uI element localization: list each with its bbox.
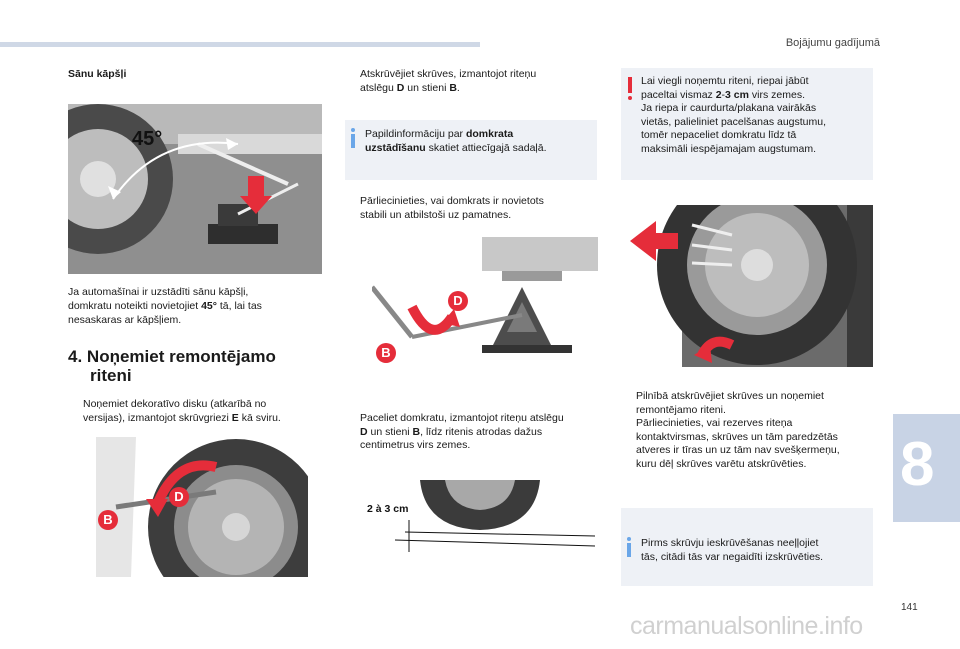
gap-label: 2 à 3 cm	[367, 503, 409, 515]
callout-d: D	[448, 291, 468, 311]
bullet-check-spare: Pārliecinieties, vai rezerves riteņa kon…	[621, 417, 886, 473]
bullet-bold: B	[412, 425, 421, 438]
warning-icon	[628, 77, 632, 101]
warning-line4: vietās, palieliniet pacelšanas augstumu,	[641, 115, 827, 128]
caption-bold: 45°	[201, 300, 217, 312]
remove-wheel-drawing	[622, 205, 873, 367]
bullet-text-line1: Atskrūvējiet skrūves, izmantojot riteņu	[360, 68, 537, 80]
info-line2: tās, citādi tās var negaidīti izskrūvēti…	[641, 550, 824, 563]
warning-text-part: -	[721, 88, 726, 101]
illustration-wheel-key: D B	[96, 437, 308, 577]
info-icon	[351, 128, 355, 148]
chapter-number: 8	[900, 430, 935, 499]
bullet-text: un stieni	[404, 81, 450, 94]
bullet-lift-jack: Paceliet domkratu, izmantojot riteņu ats…	[345, 412, 600, 456]
illustration-remove-wheel	[622, 205, 873, 367]
info-text-part: skatiet attiecīgajā sadaļā.	[425, 141, 547, 154]
bullet-bold: D	[360, 425, 368, 438]
info-line1: Pirms skrūvju ieskrūvēšanas neeļļojiet	[641, 537, 819, 549]
bullet-text: un stieni	[367, 425, 413, 438]
section-number: 4.	[68, 347, 83, 366]
bullet-text-line1: Noņemiet dekoratīvo disku (atkarībā no	[83, 398, 267, 410]
jack-angle-drawing	[68, 104, 322, 274]
illustration-raise-jack: D B	[372, 237, 598, 367]
bullet-text: atslēgu	[360, 81, 397, 94]
bullet-text-line1: Pilnībā atskrūvējiet skrūves un noņemiet	[636, 390, 824, 402]
warning-bold: 2	[715, 88, 722, 101]
bullet-remove-cover: Noņemiet dekoratīvo disku (atkarībā no v…	[68, 398, 328, 426]
illustration-ground-gap: 2 à 3 cm	[365, 480, 600, 560]
info-line2: uzstādīšanu skatiet attiecīgajā sadaļā.	[365, 142, 547, 156]
bullet-remove-wheel: Pilnībā atskrūvējiet skrūves un noņemiet…	[621, 390, 881, 418]
warning-text: Lai viegli noņemtu riteni, riepai jābūt …	[641, 75, 826, 156]
bullet-text: versijas), izmantojot skrūvgriezi	[83, 411, 232, 424]
angle-label: 45°	[132, 128, 163, 150]
bullet-text-line2: stabili un atbilstoši uz pamatnes.	[360, 208, 512, 221]
bullet-text-line2: kontaktvirsmas, skrūves un tām paredzētā…	[636, 430, 838, 443]
info-text-part: Papildinformāciju par	[365, 128, 466, 140]
page-header-title: Bojājumu gadījumā	[785, 37, 880, 49]
callout-b: B	[376, 343, 396, 363]
bullet-text-line2: versijas), izmantojot skrūvgriezi E kā s…	[83, 412, 281, 426]
warning-bold: 3 cm	[725, 88, 749, 101]
section-title-line2: riteni	[90, 366, 132, 385]
callout-d: D	[169, 487, 189, 507]
info-text: Pirms skrūvju ieskrūvēšanas neeļļojiet t…	[641, 537, 823, 564]
caption-side-steps-line3: nesaskaras ar kāpšļiem.	[68, 314, 182, 326]
bullet-text-line1: Pārliecinieties, vai rezerves riteņa	[636, 417, 793, 429]
warning-line2: paceltai vismaz 2-3 cm virs zemes.	[641, 89, 826, 103]
warning-box: Lai viegli noņemtu riteni, riepai jābūt …	[621, 68, 873, 180]
page-number: 141	[901, 602, 918, 613]
section-heading: 4. Noņemiet remontējamo	[68, 347, 276, 366]
bullet-bold: D	[396, 81, 405, 94]
bullet-bold: B	[449, 81, 457, 94]
warning-line5: tomēr nepaceliet domkratu līdz tā	[641, 129, 797, 141]
bullet-text-line2: D un stieni B, līdz ritenis atrodas dažu…	[360, 426, 542, 440]
subheading-side-steps: Sānu kāpšļi	[68, 68, 127, 80]
info-icon	[627, 537, 631, 557]
bullet-text: , līdz ritenis atrodas dažus	[420, 425, 543, 438]
bullet-text-line2: atslēgu D un stieni B.	[360, 82, 460, 96]
caption-text: domkratu noteikti novietojiet	[68, 300, 202, 312]
bullet-text-line1: Pārliecinieties, vai domkrats ir novieto…	[360, 195, 544, 207]
bullet-text-line3: atveres ir tīras un uz tām nav svešķerme…	[636, 444, 840, 456]
bullet-check-jack: Pārliecinieties, vai domkrats ir novieto…	[345, 195, 595, 225]
info-box-no-oil: Pirms skrūvju ieskrūvēšanas neeļļojiet t…	[621, 508, 873, 586]
info-box-jack: Papildinformāciju par domkrata uzstādīša…	[345, 120, 597, 180]
info-bold: domkrata	[465, 128, 514, 140]
bullet-text: .	[456, 81, 460, 94]
caption-text: tā, lai tas	[216, 300, 262, 312]
bullet-text-line3: centimetrus virs zemes.	[360, 439, 471, 451]
header-bar	[0, 42, 480, 47]
ground-gap-drawing	[365, 480, 600, 560]
watermark-text: carmanualsonline.info	[630, 612, 863, 640]
warning-text-part: paceltai vismaz	[641, 88, 716, 101]
bullet-text-line2: remontējamo riteni.	[636, 403, 726, 416]
callout-b: B	[98, 510, 118, 530]
section-title-line1: Noņemiet remontējamo	[86, 347, 276, 366]
wheel-key-drawing	[96, 437, 308, 577]
bullet-bold: E	[231, 411, 239, 424]
warning-line1: Lai viegli noņemtu riteni, riepai jābūt	[641, 75, 809, 87]
bullet-text-line4: kuru dēļ skrūves varētu atskrūvēties.	[636, 457, 807, 470]
raise-jack-drawing	[372, 237, 598, 367]
bullet-text: kā sviru.	[238, 411, 281, 424]
info-line1: Papildinformāciju par domkrata	[365, 128, 547, 142]
chapter-tab	[893, 414, 960, 522]
illustration-jack-45-degrees: 45°	[68, 104, 322, 274]
warning-line6: maksimāli iespējamajam augstumam.	[641, 142, 817, 155]
caption-side-steps-line2: domkratu noteikti novietojiet 45° tā, la…	[68, 300, 262, 314]
bullet-loosen-bolts: Atskrūvējiet skrūves, izmantojot riteņu …	[345, 68, 595, 98]
caption-side-steps-line1: Ja automašīnai ir uzstādīti sānu kāpšļi,	[68, 286, 249, 298]
bullet-text-line1: Paceliet domkratu, izmantojot riteņu ats…	[360, 412, 564, 424]
warning-text-part: virs zemes.	[748, 88, 805, 101]
warning-line3: Ja riepa ir caurdurta/plakana vairākās	[641, 102, 817, 114]
info-text: Papildinformāciju par domkrata uzstādīša…	[365, 128, 547, 155]
info-bold: uzstādīšanu	[365, 141, 426, 154]
